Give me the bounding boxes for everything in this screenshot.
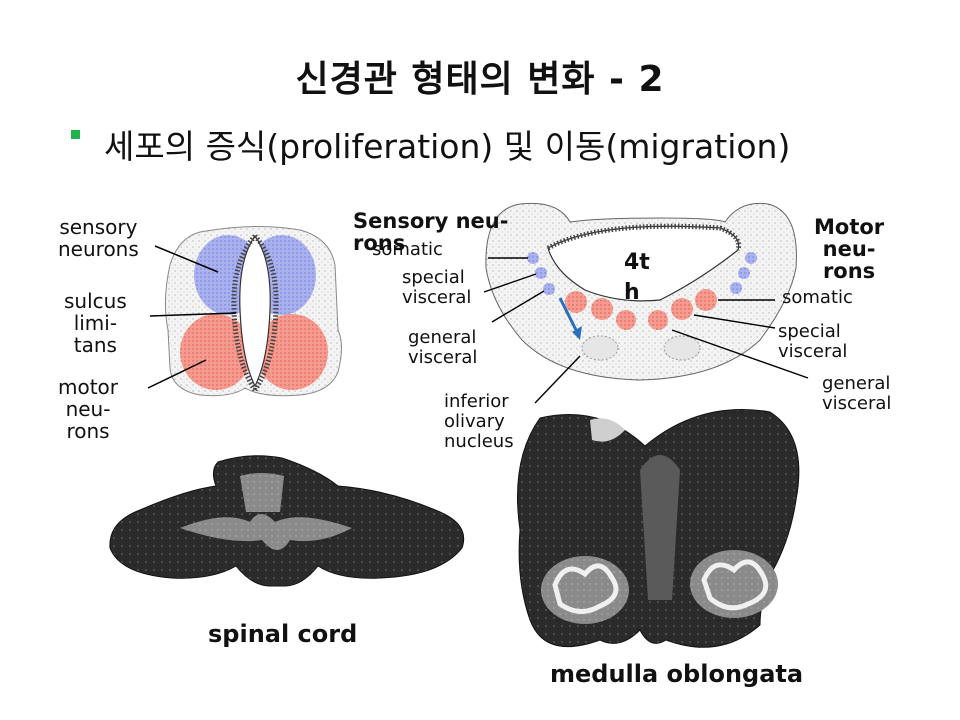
label-inferior-olivary-nucleus: inferior olivary nucleus <box>444 392 514 452</box>
label-line: neu- <box>65 397 111 421</box>
medulla-dev-diagram <box>483 202 809 404</box>
bullet-text: 세포의 증식(proliferation) 및 이동(migration) <box>104 127 791 166</box>
slide-title: 신경관 형태의 변화 - 2 <box>295 59 665 100</box>
label-somatic-motor: somatic <box>782 287 853 308</box>
label-line: general <box>408 327 477 348</box>
label-line: rons <box>822 259 876 283</box>
spinal-cord-photo <box>100 440 470 620</box>
label-line: 4t <box>624 250 650 275</box>
spinal-tube-diagram <box>147 225 342 397</box>
label-line: rons <box>353 231 406 255</box>
label-line: sulcus <box>64 289 127 313</box>
caption-medulla-oblongata: medulla oblongata <box>550 660 804 688</box>
label-line: nucleus <box>444 431 514 452</box>
label-line: neurons <box>58 237 139 261</box>
label-line: special <box>402 267 465 288</box>
label-special-visceral-motor: special visceral <box>778 322 847 362</box>
label-line: inferior <box>444 391 509 412</box>
label-line: visceral <box>402 287 472 308</box>
label-line: visceral <box>778 341 848 362</box>
label-line: limi- <box>73 311 118 335</box>
bullet-line: 세포의 증식(proliferation) 및 이동(migration) <box>71 120 791 168</box>
label-line: tans <box>73 333 117 357</box>
label-line: h <box>624 280 640 305</box>
label-sensory-neurons: sensory neurons <box>58 216 139 260</box>
label-line: visceral <box>822 393 892 414</box>
label-line: visceral <box>408 347 478 368</box>
label-line: neu- <box>822 237 876 261</box>
label-line: Motor <box>814 215 885 239</box>
label-line: general <box>822 373 891 394</box>
caption-spinal-cord: spinal cord <box>208 620 358 648</box>
label-somatic-sensory: somatic <box>372 239 443 260</box>
label-line: Sensory neu- <box>353 209 509 233</box>
label-general-visceral-motor: general visceral <box>822 374 891 414</box>
label-sulcus-limitans: sulcus limi- tans <box>64 290 127 356</box>
label-special-visceral-sensory: special visceral <box>402 268 471 308</box>
medulla-photo <box>517 409 800 648</box>
bullet-marker <box>71 130 80 139</box>
label-line: motor <box>58 375 119 399</box>
heading-motor-neurons: Motor neu- rons <box>814 216 884 282</box>
motor-region-left <box>180 314 252 390</box>
label-motor-neurons: motor neu- rons <box>58 376 118 442</box>
label-line: olivary <box>444 411 505 432</box>
ventricle-label: 4t h <box>624 248 650 308</box>
heading-sensory-neurons: Sensory neu- rons <box>353 210 508 254</box>
label-line: rons <box>66 419 110 443</box>
label-general-visceral-sensory: general visceral <box>408 328 477 368</box>
label-line: sensory <box>59 215 138 239</box>
label-line: special <box>778 321 841 342</box>
